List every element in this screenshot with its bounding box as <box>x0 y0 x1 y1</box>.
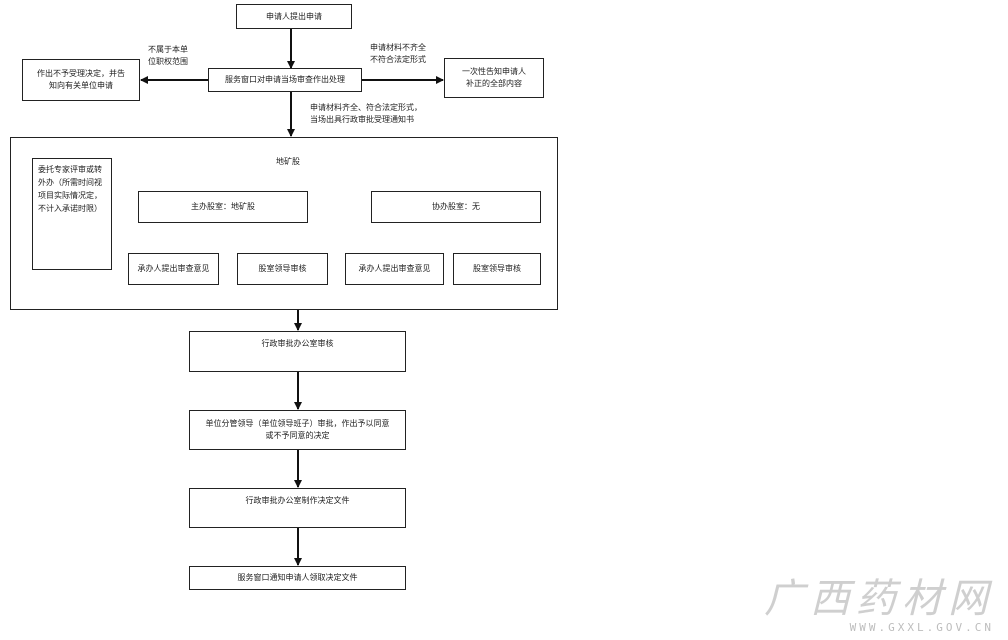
box-notify-pickup: 服务窗口通知申请人领取决定文件 <box>189 566 406 590</box>
box-window-review: 服务窗口对申请当场审查作出处理 <box>208 68 362 92</box>
box-opinion-1: 承办人提出审查意见 <box>128 253 219 285</box>
box-main-dept: 主办股室：地矿股 <box>138 191 308 223</box>
box-expert-review: 委托专家评审或转外办（所需时间视项目实际情况定，不计入承诺时限） <box>32 158 112 270</box>
box-reject: 作出不予受理决定，并告 知向有关单位申请 <box>22 59 140 101</box>
box-start: 申请人提出申请 <box>236 4 352 29</box>
dept-title: 地矿股 <box>276 157 300 166</box>
box-opinion-2: 承办人提出审查意见 <box>345 253 444 285</box>
box-assist-dept: 协办股室：无 <box>371 191 541 223</box>
watermark-url: WWW.GXXL.GOV.CN <box>849 621 994 634</box>
label-accept-condition: 申请材料齐全、符合法定形式， 当场出具行政审批受理通知书 <box>310 103 422 124</box>
box-leader-approval: 单位分管领导（单位领导班子）审批，作出予以同意 或不予同意的决定 <box>189 410 406 450</box>
label-incomplete-condition: 申请材料不齐全 不符合法定形式 <box>370 43 426 64</box>
site-watermark: 广西药材网 WWW.GXXL.GOV.CN <box>764 577 994 634</box>
box-review-2: 股室领导审核 <box>453 253 541 285</box>
watermark-logo: 广西药材网 <box>764 576 994 622</box>
box-office-review: 行政审批办公室审核 <box>189 331 406 372</box>
box-make-document: 行政审批办公室制作决定文件 <box>189 488 406 528</box>
label-reject-condition: 不属于本单 位职权范围 <box>148 45 188 66</box>
box-review-1: 股室领导审核 <box>237 253 328 285</box>
box-notify-correction: 一次性告知申请人 补正的全部内容 <box>444 58 544 98</box>
